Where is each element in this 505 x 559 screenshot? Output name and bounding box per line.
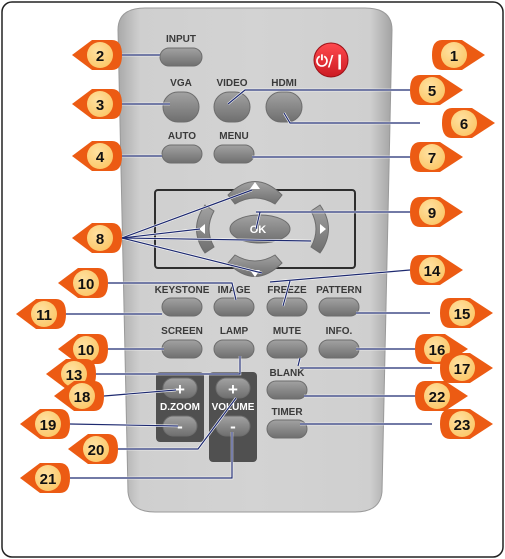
screen-label: SCREEN xyxy=(161,326,203,337)
menu-label: MENU xyxy=(219,131,248,142)
dzoom-label: D.ZOOM xyxy=(160,402,200,413)
auto-label: AUTO xyxy=(168,131,196,142)
svg-text:1: 1 xyxy=(450,48,458,65)
vga-button[interactable] xyxy=(163,92,199,122)
info-label: INFO. xyxy=(326,326,353,337)
vga-label: VGA xyxy=(170,78,192,89)
svg-text:10: 10 xyxy=(78,342,95,359)
timer-label: TIMER xyxy=(271,407,303,418)
image-button[interactable] xyxy=(214,298,254,316)
lamp-button[interactable] xyxy=(214,340,254,358)
lamp-label: LAMP xyxy=(220,326,249,337)
video-button[interactable] xyxy=(214,92,250,122)
svg-text:21: 21 xyxy=(40,471,57,488)
svg-text:19: 19 xyxy=(40,417,57,434)
info-button[interactable] xyxy=(319,340,359,358)
svg-text:5: 5 xyxy=(428,83,436,100)
svg-text:23: 23 xyxy=(454,417,471,434)
dzoom-minus-label: - xyxy=(177,417,183,436)
input-label: INPUT xyxy=(166,34,196,45)
blank-button[interactable] xyxy=(267,381,307,399)
svg-text:8: 8 xyxy=(96,231,104,248)
dzoom-plus-label: + xyxy=(175,380,185,399)
svg-text:2: 2 xyxy=(96,48,104,65)
svg-text:4: 4 xyxy=(96,149,105,166)
svg-text:10: 10 xyxy=(78,276,95,293)
hdmi-button[interactable] xyxy=(266,92,302,122)
menu-button[interactable] xyxy=(214,145,254,163)
svg-text:3: 3 xyxy=(96,97,104,114)
input-button[interactable] xyxy=(160,48,202,66)
svg-text:6: 6 xyxy=(460,116,468,133)
timer-button[interactable] xyxy=(267,420,307,438)
hdmi-label: HDMI xyxy=(271,78,297,89)
video-label: VIDEO xyxy=(216,78,247,89)
keystone-button[interactable] xyxy=(162,298,202,316)
svg-text:17: 17 xyxy=(454,361,471,378)
svg-text:7: 7 xyxy=(428,150,436,167)
svg-text:15: 15 xyxy=(454,306,471,323)
svg-text:18: 18 xyxy=(74,389,91,406)
svg-text:14: 14 xyxy=(424,263,441,280)
svg-text:11: 11 xyxy=(36,307,52,324)
pattern-button[interactable] xyxy=(319,298,359,316)
mute-label: MUTE xyxy=(273,326,302,337)
pattern-label: PATTERN xyxy=(316,285,362,296)
blank-label: BLANK xyxy=(270,368,306,379)
volume-plus-label: + xyxy=(228,380,238,399)
svg-text:20: 20 xyxy=(88,442,105,459)
keystone-label: KEYSTONE xyxy=(155,285,210,296)
power-icon: ⏻/❙ xyxy=(316,52,346,70)
svg-text:9: 9 xyxy=(428,205,436,222)
freeze-button[interactable] xyxy=(267,298,307,316)
ok-label: OK xyxy=(250,224,267,236)
auto-button[interactable] xyxy=(162,145,202,163)
screen-button[interactable] xyxy=(162,340,202,358)
mute-button[interactable] xyxy=(267,340,307,358)
svg-text:22: 22 xyxy=(429,389,446,406)
